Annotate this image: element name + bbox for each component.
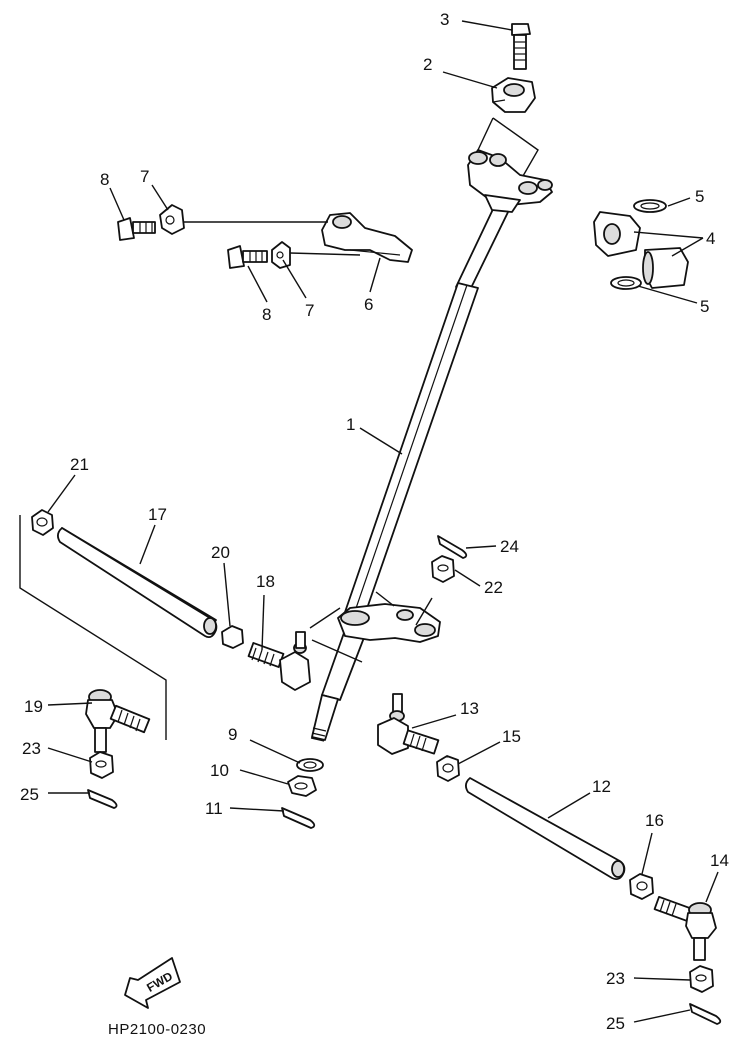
callout-20: 20	[211, 543, 230, 562]
lock-plate-upper	[159, 204, 185, 235]
callout-22: 22	[484, 578, 503, 597]
callout-12: 12	[592, 777, 611, 796]
callout-7-upper: 7	[140, 167, 149, 186]
callout-13: 13	[460, 699, 479, 718]
callout-7-lower: 7	[305, 301, 314, 320]
nut-16	[629, 873, 654, 900]
callout-25-right: 25	[606, 1014, 625, 1033]
ball-joint-18	[247, 631, 311, 691]
callout-23-left: 23	[22, 739, 41, 758]
callout-21: 21	[70, 455, 89, 474]
steering-shaft	[310, 204, 511, 742]
callout-25-left: 25	[20, 785, 39, 804]
shaft-holder	[491, 77, 536, 113]
castle-nut-22	[431, 555, 455, 583]
callout-17: 17	[148, 505, 167, 524]
leader-lines	[47, 20, 719, 1023]
bushing-holders	[593, 211, 689, 289]
cotter-pin-25-right	[689, 1003, 722, 1025]
cotter-pin-24	[437, 535, 468, 559]
tie-rod-17	[57, 527, 218, 639]
nut-15	[436, 755, 460, 782]
lock-plate-lower	[271, 241, 291, 269]
ball-joint-19	[85, 689, 151, 753]
callout-14: 14	[710, 851, 729, 870]
castle-nut-10	[287, 775, 317, 797]
bolt-3	[511, 23, 531, 70]
bolt-8-lower	[227, 245, 268, 269]
washer-upper	[633, 199, 667, 213]
callout-6: 6	[364, 295, 373, 314]
cotter-pin-11	[281, 807, 316, 829]
callout-4: 4	[706, 229, 715, 248]
callout-15: 15	[502, 727, 521, 746]
callout-8-lower: 8	[262, 305, 271, 324]
callout-1: 1	[346, 415, 355, 434]
steering-arm	[321, 212, 413, 263]
washer-lower	[610, 276, 642, 290]
callout-19: 19	[24, 697, 43, 716]
nut-20	[221, 625, 244, 649]
drawing-code: HP2100-0230	[108, 1021, 206, 1038]
upper-steering-bracket	[467, 149, 553, 213]
callout-2: 2	[423, 55, 432, 74]
callout-23-right: 23	[606, 969, 625, 988]
callout-16: 16	[645, 811, 664, 830]
callout-8-upper: 8	[100, 170, 109, 189]
ball-joint-13	[377, 693, 440, 755]
forward-arrow-icon: FWD	[124, 957, 181, 1009]
callout-24: 24	[500, 537, 519, 556]
nut-21	[31, 509, 54, 536]
callout-11: 11	[205, 799, 223, 818]
tie-rod-12	[465, 777, 626, 881]
ball-joint-14	[653, 895, 717, 961]
bolt-8-upper	[117, 217, 156, 241]
callout-numbers: 1 2 3 4 5 5 6 7 7 8 8 9 10 11 12 13 14 1…	[20, 10, 729, 1033]
callout-18: 18	[256, 572, 275, 591]
callout-5-upper: 5	[695, 187, 704, 206]
callout-3: 3	[440, 10, 449, 29]
washer-9	[296, 758, 324, 772]
pitman-arm	[337, 603, 441, 643]
callout-5-lower: 5	[700, 297, 709, 316]
castle-nut-23-right	[689, 965, 714, 993]
callout-10: 10	[210, 761, 229, 780]
cotter-pin-25-left	[87, 789, 118, 809]
castle-nut-23-left	[89, 751, 114, 779]
callout-9: 9	[228, 725, 237, 744]
